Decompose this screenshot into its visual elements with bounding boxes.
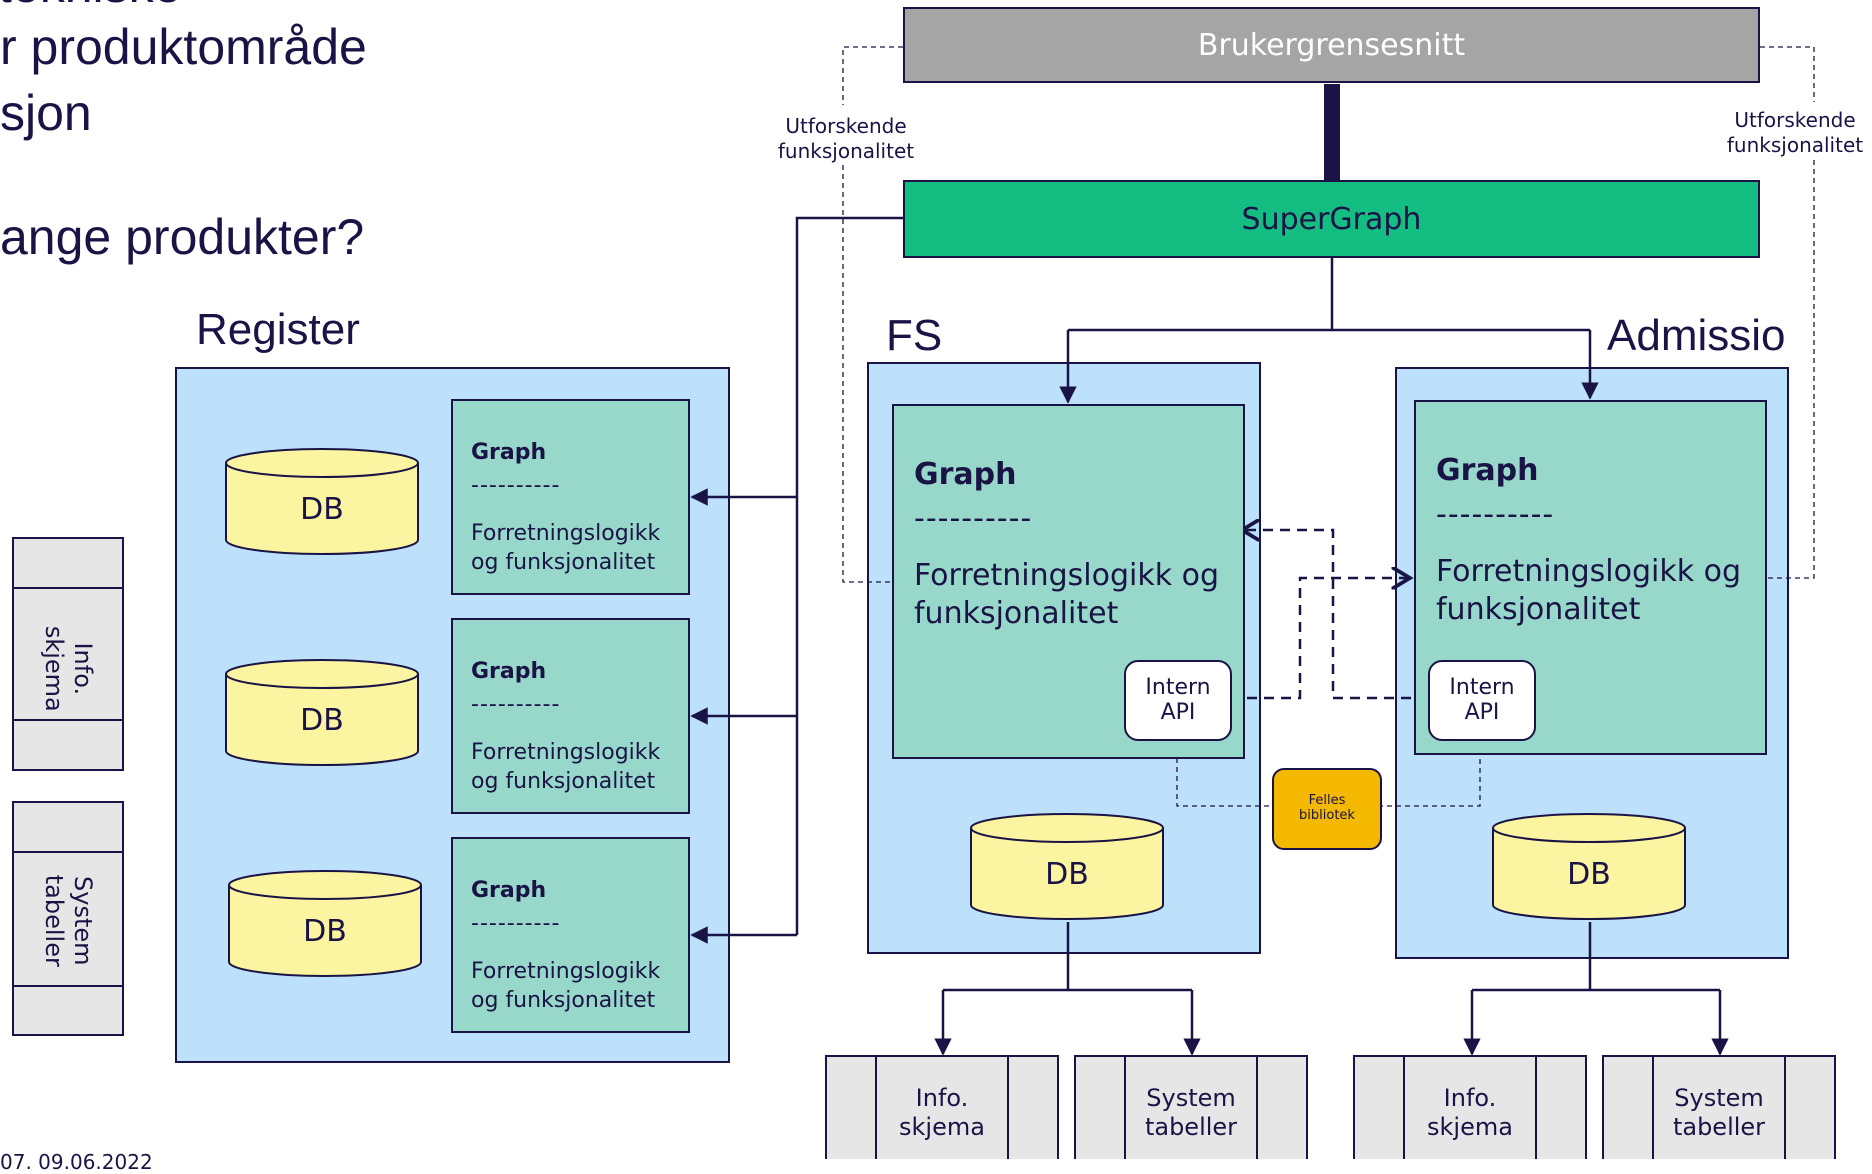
bottom-table-shapes — [825, 1055, 1836, 1159]
register-graph-1-title: Graph — [471, 440, 547, 465]
register-db-3-label: DB — [303, 914, 347, 949]
register-graph-1-body-2: og funksjonalitet — [471, 549, 656, 575]
admissio-api-line-1: Intern — [1449, 675, 1515, 701]
fs-db-label: DB — [1045, 857, 1089, 892]
admissio-table-info: Info. skjema — [1404, 1084, 1536, 1142]
supergraph-label: SuperGraph — [1241, 201, 1422, 237]
explore-right-line-1: Utforskende — [1734, 108, 1856, 132]
admissio-graph-separator: ---------- — [1436, 496, 1555, 532]
admissio-api-line-2: API — [1464, 699, 1500, 725]
ui-layer-label: Brukergrensesnitt — [1197, 27, 1466, 63]
fs-title: FS — [886, 311, 943, 360]
fs-table-system-line-2: tabeller — [1144, 1112, 1238, 1141]
register-graph-1: Graph ---------- Forretningslogikk og fu… — [451, 399, 690, 595]
register-graph-3-body-2: og funksjonalitet — [471, 987, 656, 1013]
explore-left-line-1: Utforskende — [785, 114, 907, 138]
register-graph-2-body-2: og funksjonalitet — [471, 768, 656, 794]
register-side-box-system: System tabeller — [39, 863, 97, 979]
admissio-title: Admissio — [1607, 311, 1786, 360]
supergraph-tree-lines — [690, 216, 1729, 1056]
admissio-table-system: System tabeller — [1653, 1084, 1785, 1142]
admissio-table-info-line-2: skjema — [1427, 1112, 1513, 1141]
admissio-table-system-line-2: tabeller — [1672, 1112, 1766, 1141]
fs-table-info-line-2: skjema — [899, 1112, 985, 1141]
ui-supergraph-connector — [1324, 84, 1340, 180]
admissio-graph-title: Graph — [1436, 453, 1539, 488]
slide-footer: 07. 09.06.2022 — [0, 1150, 153, 1174]
fs-table-info-line-1: Info. — [915, 1084, 969, 1112]
register-side-box-system-line-2: tabeller — [40, 874, 68, 967]
register-graph-2: Graph ---------- Forretningslogikk og fu… — [451, 618, 690, 814]
fs-api-line-1: Intern — [1145, 675, 1211, 701]
shared-library-line-1: Felles — [1308, 793, 1346, 809]
fs-graph-body-1: Forretningslogikk og — [914, 558, 1220, 593]
fs-table-info: Info. skjema — [876, 1084, 1008, 1142]
admissio-graph-body-1: Forretningslogikk og — [1436, 554, 1742, 589]
slide-line-2: sjon — [0, 85, 92, 141]
register-graph-3-body-1: Forretningslogikk — [471, 959, 661, 985]
explore-dashed-lines — [842, 46, 1815, 807]
shared-library-line-2: bibliotek — [1299, 808, 1355, 823]
admissio-graph-body-2: funksjonalitet — [1436, 591, 1641, 627]
register-side-box-info: Info. skjema — [39, 611, 97, 727]
register-title: Register — [196, 305, 360, 354]
register-graph-1-body-1: Forretningslogikk — [471, 521, 661, 547]
db-cylinder-shapes — [225, 448, 1686, 977]
register-side-box-system-line-1: System — [68, 876, 97, 966]
admissio-db-label: DB — [1567, 857, 1611, 892]
fs-graph-separator: ---------- — [914, 500, 1033, 536]
explore-label-left: Utforskende funksjonalitet — [771, 114, 921, 164]
register-graph-2-separator: ---------- — [471, 691, 561, 717]
register-graph-3-separator: ---------- — [471, 910, 561, 936]
register-graph-2-title: Graph — [471, 659, 547, 684]
api-cross-arrows — [1230, 530, 1428, 700]
register-graph-3-title: Graph — [471, 878, 547, 903]
explore-label-right: Utforskende funksjonalitet — [1720, 108, 1870, 158]
ui-layer-box: Brukergrensesnitt — [903, 7, 1760, 83]
fs-graph-body-2: funksjonalitet — [914, 595, 1119, 631]
admissio-table-system-line-1: System — [1674, 1084, 1764, 1112]
register-db-1-label: DB — [300, 492, 344, 527]
register-graph-2-body-1: Forretningslogikk — [471, 740, 661, 766]
register-side-box-info-line-1: Info. — [68, 642, 97, 696]
slide-line-1: r produktområde — [0, 19, 367, 75]
slide-heading-fragment-top: tekniske — [0, 0, 218, 10]
explore-right-line-2: funksjonalitet — [1726, 133, 1864, 157]
slide-line-3: ange produkter? — [0, 209, 365, 265]
fs-table-system-line-1: System — [1146, 1084, 1236, 1112]
fs-table-system: System tabeller — [1125, 1084, 1257, 1142]
supergraph-box: SuperGraph — [903, 180, 1760, 258]
register-db-2-label: DB — [300, 703, 344, 738]
register-side-box-shapes — [12, 537, 124, 1036]
explore-left-line-2: funksjonalitet — [777, 139, 915, 163]
admissio-table-info-line-1: Info. — [1443, 1084, 1497, 1112]
fs-graph-title: Graph — [914, 457, 1017, 492]
register-graph-1-separator: ---------- — [471, 472, 561, 498]
fs-api-line-2: API — [1160, 699, 1196, 725]
register-graph-3: Graph ---------- Forretningslogikk og fu… — [451, 837, 690, 1033]
register-side-box-info-line-2: skjema — [40, 625, 68, 712]
